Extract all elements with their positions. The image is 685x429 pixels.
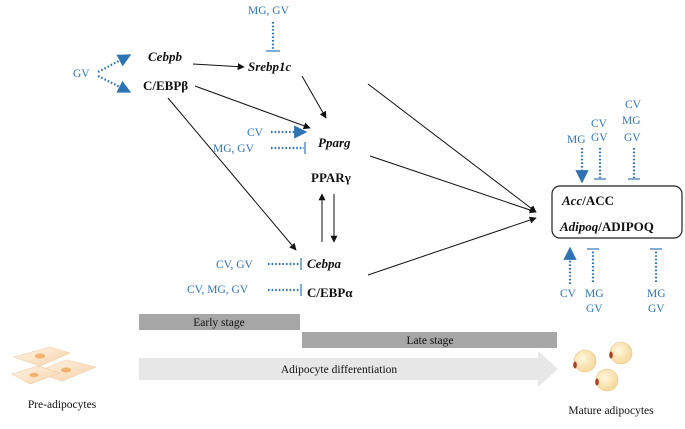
regulator-mg-adipoq: MG [585,288,604,300]
differentiation-arrow [139,351,558,387]
regulator-cv-mg-gv-cebpalpha: CV, MG, GV [187,284,249,296]
regulator-cv-gv-cebpa: CV, GV [216,259,254,271]
cell-nucleus [595,378,599,386]
mature-adipocyte-cell [609,341,633,365]
mature-adipocyte-cells [573,341,633,392]
regulator-gv-adipoq: GV [586,303,603,315]
adipoq-protein: /ADIPOQ [597,219,654,234]
arrow-cebpb-cebpa [167,97,297,251]
early-stage-label: Early stage [193,317,244,329]
acc-gene: Acc [561,193,582,208]
acc-label: Acc/ACC [561,193,614,208]
cebpalpha-protein: C/EBPα [307,285,353,300]
regulator-mg-gv-pparg: MG, GV [213,143,255,155]
target-genes-box [551,185,683,239]
pre-adipocytes-label: Pre-adipocytes [28,399,97,411]
dotted-activation-arrow [97,75,132,93]
cell-nucleus [61,367,71,373]
regulator-gv-adipoq-2: GV [648,303,665,315]
regulator-cv-acc-2: CV [625,99,642,111]
cell-nucleus [573,361,577,369]
regulator-cv-acc: CV [591,118,608,130]
srebp1c-gene: Srebp1c [248,59,292,74]
differentiation-label: Adipocyte differentiation [281,364,398,376]
late-stage-label: Late stage [407,335,454,347]
cebpb-gene: Cebpb [148,49,182,64]
regulator-gv-top: GV [73,68,90,80]
mature-adipocyte-cell [573,349,597,373]
pre-adipocyte-cells [11,346,97,385]
regulator-gv-acc-2: GV [624,132,641,144]
early-stage-bar [139,314,300,330]
arrow-srebp1c-pparg [301,75,327,119]
arrow-cebpb-pparg [194,85,311,130]
acc-protein: /ACC [581,193,614,208]
cebpb-protein: C/EBPβ [143,78,188,93]
adipoq-gene: Adipoq [559,219,599,234]
dotted-activation-arrow [97,54,132,73]
mature-adipocytes-label: Mature adipocytes [568,405,654,417]
arrow-cebpb-srebp1c [192,63,245,71]
late-stage-bar [302,332,557,348]
cell-nucleus [35,353,45,359]
cebpa-gene: Cebpa [307,256,341,271]
regulator-gv-acc: GV [591,132,608,144]
regulator-cv-adipoq: CV [560,288,577,300]
pparg-gene: Pparg [318,135,351,150]
cell-nucleus [29,372,39,378]
arrow-cebpa-targets [367,216,537,276]
mature-adipocyte-cell [595,368,619,392]
ppargamma-protein: PPARγ [311,170,351,185]
arrow-srebp1c-targets [367,83,537,213]
regulator-cv-pparg: CV [247,127,264,139]
regulator-mg-gv-srebp1c: MG, GV [248,5,290,17]
regulator-mg-adipoq-2: MG [647,288,666,300]
regulator-mg-acc-2: MG [622,115,641,127]
cell-nucleus [609,351,613,359]
adipoq-label: Adipoq/ADIPOQ [559,219,654,234]
regulator-mg-acc: MG [567,134,586,146]
arrow-pparg-targets [369,155,537,214]
